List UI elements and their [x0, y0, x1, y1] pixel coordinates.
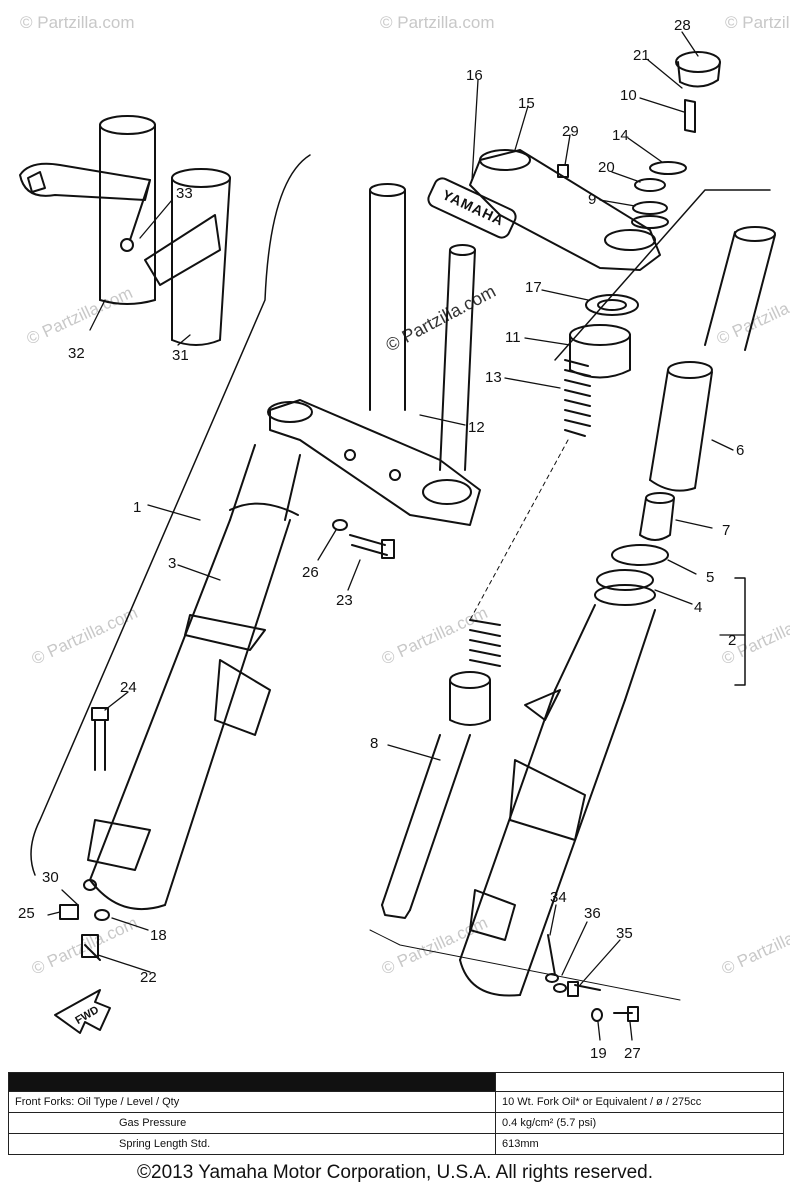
spec-header-label: [8, 1072, 496, 1092]
callout-21: 21: [633, 47, 650, 64]
spec-value: 0.4 kg/cm² (5.7 psi): [495, 1112, 784, 1134]
watermark-layer: © Partzilla.com © Partzilla.com © Partzi…: [20, 13, 790, 979]
part-17-seal: [585, 294, 639, 316]
part-5-clip: [611, 544, 669, 566]
callout-27: 27: [624, 1045, 641, 1060]
leader-lines: [47, 31, 746, 1041]
part-3-outer-tube: [87, 444, 301, 911]
watermark: © Partzilla.com: [380, 13, 495, 32]
part-2-outer-tube-assembly: [459, 604, 656, 997]
callout-16: 16: [466, 67, 483, 84]
callout-34: 34: [550, 889, 567, 906]
callout-14: 14: [612, 127, 629, 144]
callout-7: 7: [722, 522, 730, 539]
callout-10: 10: [620, 87, 637, 104]
callout-15: 15: [518, 95, 535, 112]
callout-31: 31: [172, 347, 189, 364]
watermark: © Partzilla.com: [725, 13, 790, 32]
table-row: Spring Length Std. 613mm: [8, 1133, 784, 1155]
callout-12: 12: [468, 419, 485, 436]
callout-35: 35: [616, 925, 633, 942]
callout-24: 24: [120, 679, 137, 696]
fwd-arrow-icon: [54, 989, 111, 1034]
callout-13: 13: [485, 369, 502, 386]
spec-label: Spring Length Std.: [8, 1133, 496, 1155]
callout-25: 25: [18, 905, 35, 922]
part-7-collar: [639, 492, 675, 541]
part-small-hardware-left: [59, 879, 110, 961]
part-6-outer-tube: [649, 226, 776, 492]
part-31-fork-cover: [144, 168, 231, 346]
callout-5: 5: [706, 569, 714, 586]
assembly-2-bracket: [734, 577, 746, 686]
table-row: Gas Pressure 0.4 kg/cm² (5.7 psi): [8, 1112, 784, 1134]
watermark: © Partzilla.com: [29, 603, 141, 669]
callout-1: 1: [133, 499, 141, 516]
spec-header-value: [495, 1072, 784, 1092]
part-top-stack: [631, 51, 721, 229]
callout-9: 9: [588, 191, 596, 208]
callout-28: 28: [674, 17, 691, 34]
part-12-inner-tube: [369, 183, 476, 471]
part-small-hardware-right: [545, 934, 639, 1022]
part-13-spring: [469, 359, 591, 667]
watermark-main: © Partzilla.com: [382, 281, 498, 356]
spec-table: Front Forks: Oil Type / Level / Qty 10 W…: [8, 1072, 784, 1155]
callout-23: 23: [336, 592, 353, 609]
watermark: © Partzilla.com: [20, 13, 135, 32]
callout-30: 30: [42, 869, 59, 886]
assembly-1-bracket-line: [30, 154, 311, 876]
watermark: © Partzilla.com: [379, 603, 491, 669]
spec-value: 10 Wt. Fork Oil* or Equivalent / ø / 275…: [495, 1091, 784, 1113]
callout-36: 36: [584, 905, 601, 922]
spec-label: Front Forks: Oil Type / Level / Qty: [8, 1091, 496, 1113]
table-row: Front Forks: Oil Type / Level / Qty 10 W…: [8, 1091, 784, 1113]
spec-table-header: [8, 1072, 784, 1092]
part-8-damper-rod: [381, 671, 491, 919]
part-4-oil-seal: [594, 569, 656, 606]
watermark: © Partzilla.com: [24, 283, 136, 349]
spec-label: Gas Pressure: [8, 1112, 496, 1134]
spec-value: 613mm: [495, 1133, 784, 1155]
callout-3: 3: [168, 555, 176, 572]
part-23-bolt: [332, 519, 395, 559]
callout-29: 29: [562, 123, 579, 140]
copyright-footer: ©2013 Yamaha Motor Corporation, U.S.A. A…: [137, 1162, 653, 1183]
callout-32: 32: [68, 345, 85, 362]
callout-11: 11: [505, 329, 521, 346]
part-32-headlight-bracket: [19, 115, 156, 305]
part-29-nut: [557, 164, 569, 178]
callout-22: 22: [140, 969, 157, 986]
assembly-6-bracket-line: [554, 189, 771, 361]
callout-26: 26: [302, 564, 319, 581]
part-24-bolt: [91, 707, 109, 771]
watermark: © Partzilla.com: [719, 913, 790, 979]
fork-exploded-diagram: © Partzilla.com © Partzilla.com © Partzi…: [18, 13, 790, 1060]
callout-33: 33: [176, 185, 193, 202]
callout-20: 20: [598, 159, 615, 176]
callout-17: 17: [525, 279, 542, 296]
watermark: © Partzilla.com: [714, 283, 790, 349]
callout-2: 2: [728, 632, 736, 649]
callout-18: 18: [150, 927, 167, 944]
callout-layer: 1 2 3 4 5 6 7 8 9 10 11 12 13 14 15 16 1…: [18, 17, 744, 1060]
lower-bracket-line: [369, 929, 681, 1001]
callout-8: 8: [370, 735, 378, 752]
callout-4: 4: [694, 599, 702, 616]
part-under-bracket: [267, 399, 481, 526]
callout-19: 19: [590, 1045, 607, 1060]
callout-6: 6: [736, 442, 744, 459]
